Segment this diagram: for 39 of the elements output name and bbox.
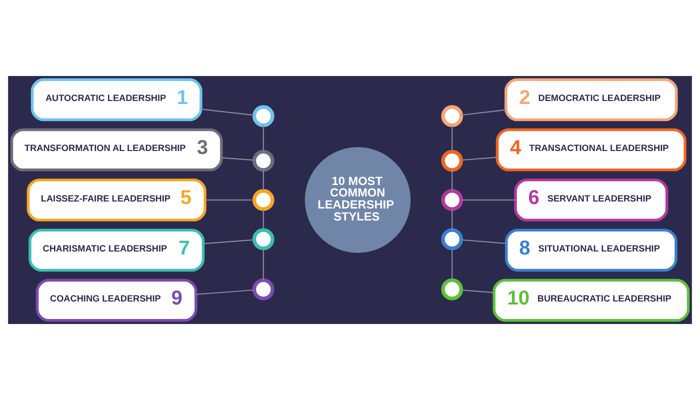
node-box: LAISSEZ-FAIRE LEADERSHIP 5 [26,178,206,222]
node-box: 4 TRANSACTIONAL LEADERSHIP [496,128,686,172]
node-box: CHARISMATIC LEADERSHIP 7 [28,228,205,272]
connector [461,109,506,116]
connector [222,157,254,161]
node-box: AUTOCRATIC LEADERSHIP 1 [30,78,202,122]
node-circle [441,228,464,250]
connector [203,239,254,244]
connector [200,108,254,116]
node-circle [252,105,274,128]
connector [462,239,506,244]
connector [462,199,516,201]
node-circle [441,189,464,211]
connector [452,248,453,280]
node-circle [252,228,274,250]
node-box: 2 DEMOCRATIC LEADERSHIP [504,78,678,122]
node-circle [252,150,274,172]
node-circle [252,189,274,211]
connector [262,125,264,152]
connector [205,199,254,201]
node-box: 10 BUREAUCRATIC LEADERSHIP [492,278,690,322]
node-circle [441,278,464,300]
connector [452,209,453,230]
node-box: COACHING LEADERSHIP 9 [36,278,198,322]
node-circle [441,150,464,172]
node-box: 8 SITUATIONAL LEADERSHIP [505,228,678,272]
node-circle [252,278,274,300]
connector [462,289,494,294]
node-circle [441,105,464,128]
connector [452,170,453,191]
connector [462,156,497,161]
connector [262,248,264,280]
connector [452,125,453,152]
connector [262,209,264,230]
connector [196,289,254,295]
node-box: TRANSFORMATION AL LEADERSHIP 3 [10,128,223,172]
connector [262,170,264,191]
node-box: 6 SERVANT LEADERSHIP [514,178,668,222]
node-circle: 10 MOST COMMON LEADERSHIP STYLES [304,147,411,253]
